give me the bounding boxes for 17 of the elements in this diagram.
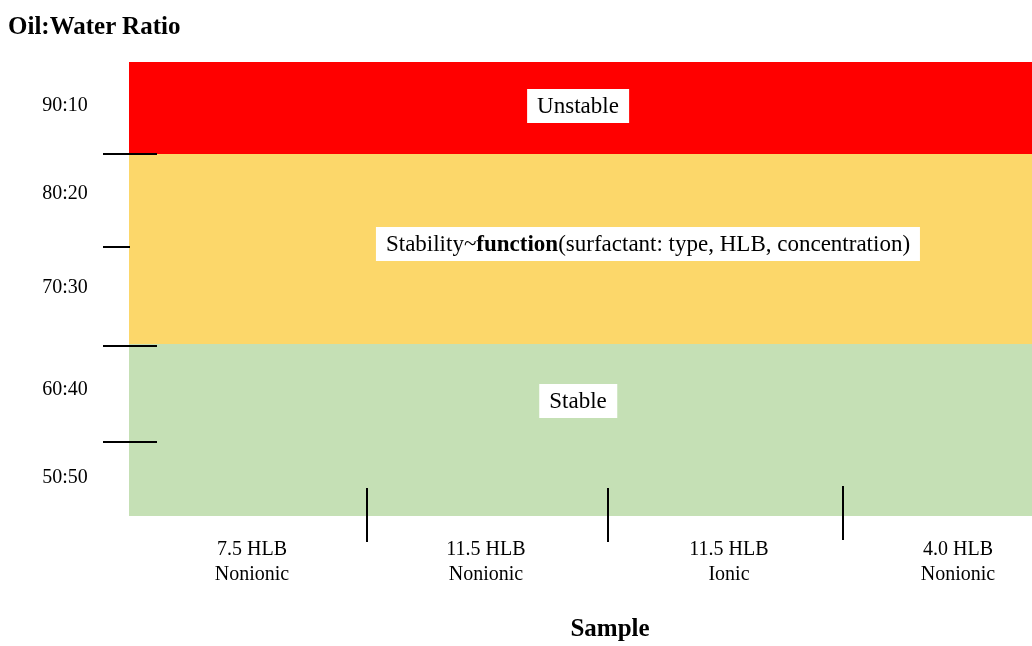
zone-label: Stable (539, 384, 617, 418)
axis-tick-label: 60:40 (41, 376, 89, 401)
zone-label: Stability~function(surfactant: type, HLB, concentration) (375, 227, 921, 261)
axis-tick-label: 70:30 (41, 274, 89, 299)
category-label: 11.5 HLB Ionic (688, 536, 770, 586)
axis-tick-label: 90:10 (41, 92, 89, 117)
category-label: 7.5 HLB Nonionic (213, 536, 291, 586)
stability-zone-band (129, 344, 1032, 516)
axis-title: Oil:Water Ratio (8, 11, 182, 41)
axis-title: Sample (569, 613, 651, 643)
category-label: 11.5 HLB Nonionic (445, 536, 527, 586)
axis-tick-label: 50:50 (41, 464, 89, 489)
axis-tick-label: 80:20 (41, 180, 89, 205)
stability-zone-band (129, 62, 1032, 154)
stability-zone-band (129, 154, 1032, 344)
zone-label: Unstable (527, 89, 629, 123)
category-label: 4.0 HLB Nonionic (919, 536, 997, 586)
